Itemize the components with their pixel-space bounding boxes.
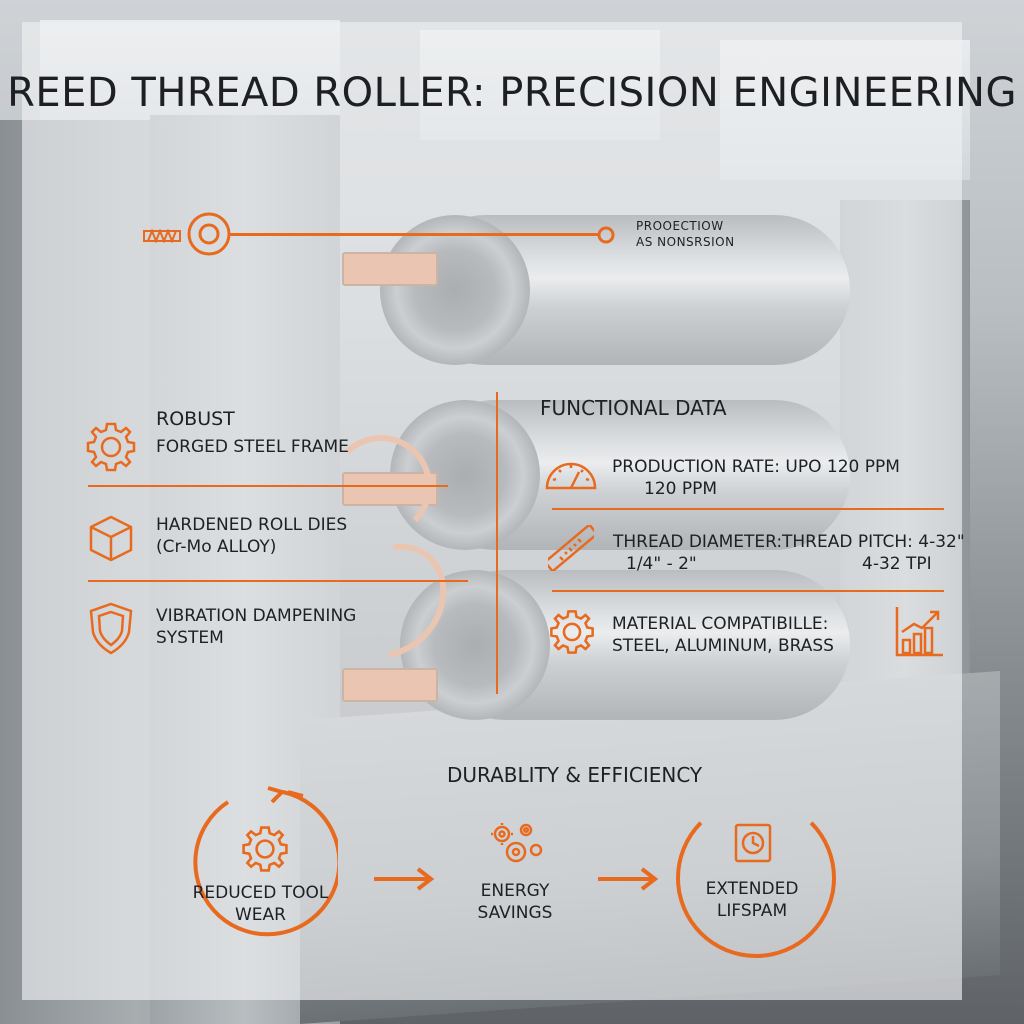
cube-icon	[85, 512, 137, 568]
lifespan-line2: LIFSPAM	[716, 901, 788, 921]
callout-line	[230, 233, 598, 236]
cycle-ring-icon	[188, 782, 342, 956]
bar-chart-growth-icon	[894, 604, 946, 662]
feature-vibration-line2: SYSTEM	[156, 628, 224, 648]
gears-cluster-icon	[488, 820, 548, 874]
callout-node-icon	[596, 225, 616, 249]
feature-dies-line1: HARDENED ROLL DIES	[156, 515, 348, 535]
arrow-right-icon	[596, 866, 660, 896]
energy-line1: ENERGY	[480, 881, 550, 901]
target-icon	[186, 211, 232, 261]
thread-pitch-value: 4-32 TPI	[862, 554, 932, 574]
lifespan-line1: EXTENDED	[705, 879, 799, 899]
divider	[88, 485, 448, 487]
thread-diameter-label: THREAD DIAMETER:	[613, 532, 783, 552]
gear-icon	[82, 418, 140, 480]
page-title: REED THREAD ROLLER: PRECISION ENGINEERIN…	[7, 70, 1017, 116]
energy-line2: SAVINGS	[477, 903, 553, 923]
feature-robust-line2: FORGED STEEL FRAME	[156, 437, 349, 457]
thread-pitch-label: THREAD PITCH: 4-32"	[782, 532, 965, 552]
gear-icon	[238, 822, 292, 880]
divider	[552, 590, 944, 592]
thread-diameter-value: 1/4" - 2"	[626, 554, 697, 574]
material-line2: STEEL, ALUMINUM, BRASS	[612, 636, 834, 656]
feature-robust-line1: ROBUST	[156, 408, 235, 430]
reduced-wear-line1: REDUCED TOOL	[192, 883, 329, 903]
spring-icon	[143, 228, 183, 247]
arrow-right-icon	[372, 866, 436, 896]
callout-line2: AS NONSRSION	[636, 235, 735, 249]
feature-vibration-line1: VIBRATION DAMPENING	[156, 606, 357, 626]
production-rate-line1: PRODUCTION RATE: UPO 120 PPM	[612, 457, 900, 477]
lifespan-ring	[676, 798, 836, 958]
vertical-divider	[496, 392, 498, 694]
feature-dies-line2: (Cr-Mo ALLOY)	[156, 537, 277, 557]
material-line1: MATERIAL COMPATIBILLE:	[612, 614, 829, 634]
callout-line1: PROOECTIOW	[636, 219, 724, 233]
clock-document-icon	[733, 822, 773, 868]
functional-heading: FUNCTIONAL DATA	[540, 396, 727, 420]
divider	[88, 580, 468, 582]
divider	[552, 508, 944, 510]
reduced-wear-line2: WEAR	[235, 905, 286, 925]
gauge-icon	[543, 450, 599, 498]
durability-heading: DURABLITY & EFFICIENCY	[447, 763, 703, 787]
shield-icon	[86, 600, 136, 660]
gear-icon	[546, 606, 598, 662]
ruler-icon	[543, 523, 599, 575]
production-rate-line2: 120 PPM	[644, 479, 718, 499]
